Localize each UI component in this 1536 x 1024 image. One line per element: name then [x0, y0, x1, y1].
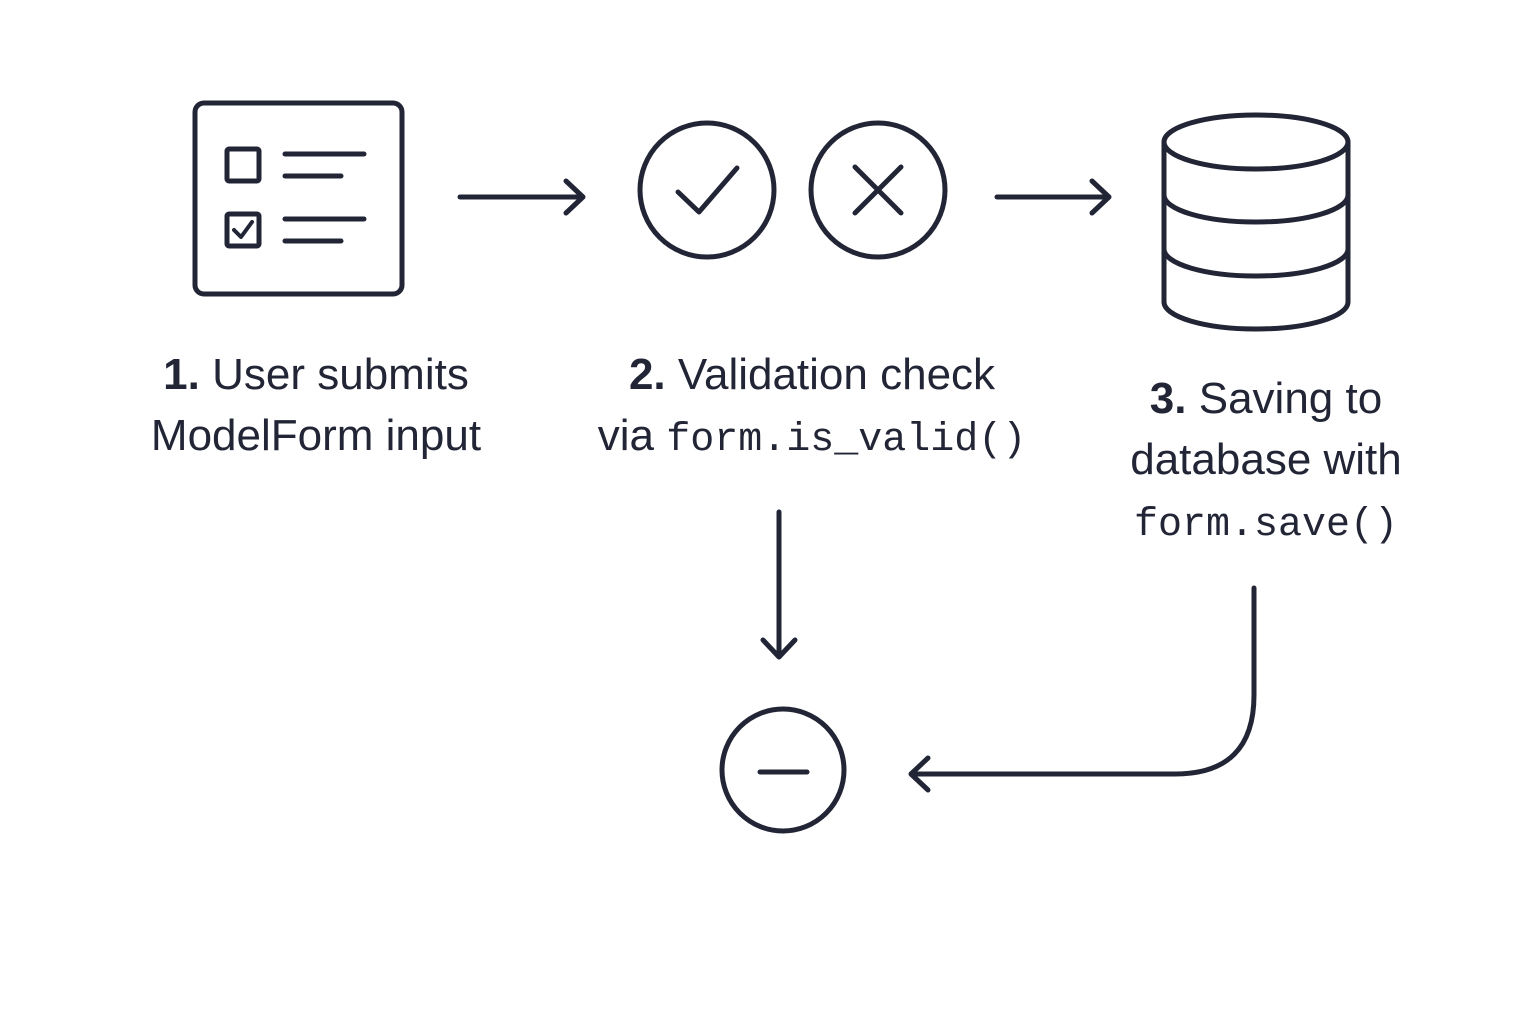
step-3-label: 3. Saving to database with form.save(): [1102, 368, 1430, 556]
step-3-line-1: 3. Saving to: [1102, 368, 1430, 429]
arrow-step1-to-step2: [457, 178, 586, 216]
step-2-line-2: via form.is_valid(): [596, 405, 1028, 471]
step-3-code: form.save(): [1133, 503, 1399, 548]
step-1-label: 1. User submits ModelForm input: [130, 344, 502, 466]
step-2-via: via: [597, 411, 654, 460]
step-1-number: 1.: [163, 350, 200, 399]
step-3-line-3: form.save(): [1102, 490, 1430, 556]
step-3-line-2: database with: [1130, 435, 1402, 484]
x-circle-icon: [808, 120, 948, 260]
step-3-title: Saving to: [1198, 374, 1383, 423]
step-2-code: form.is_valid(): [666, 418, 1027, 463]
minus-circle-icon: [719, 706, 847, 834]
step-2-label: 2. Validation check via form.is_valid(): [596, 344, 1028, 471]
step-2-line-1: 2. Validation check: [596, 344, 1028, 405]
check-circle-icon: [637, 120, 777, 260]
step-3-number: 3.: [1149, 374, 1187, 423]
arrow-save-to-result: [908, 585, 1257, 793]
database-icon: [1161, 112, 1351, 332]
step-1-line-1: 1. User submits: [130, 344, 502, 405]
step-2-number: 2.: [628, 350, 666, 399]
step-2-title: Validation check: [677, 350, 996, 399]
form-checklist-icon: [192, 100, 405, 297]
step-1-title: User submits: [212, 350, 469, 399]
arrow-step2-to-step3: [994, 178, 1112, 216]
step-1-line-2: ModelForm input: [150, 411, 482, 460]
arrow-validation-to-result: [760, 509, 798, 660]
